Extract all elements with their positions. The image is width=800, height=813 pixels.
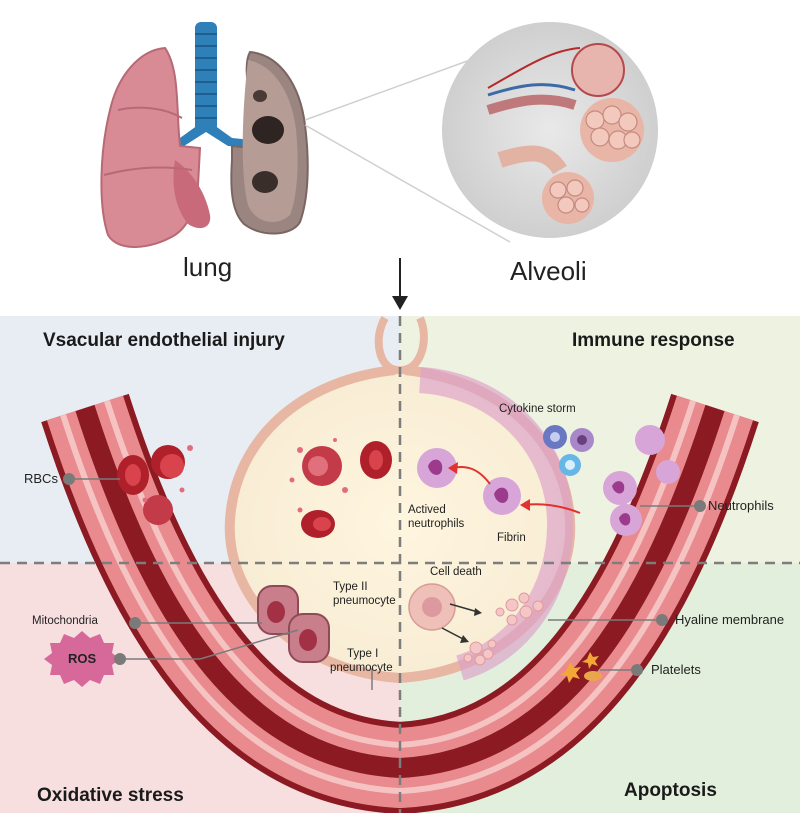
label-ros: ROS <box>68 651 97 666</box>
leader-lines <box>63 473 706 690</box>
label-fibrin: Fibrin <box>497 532 526 544</box>
label-neutrophils-activated: neutrophils <box>408 518 465 530</box>
red-blood-cells <box>117 438 392 538</box>
label-type2-line2: pneumocyte <box>333 595 396 607</box>
label-rbcs: RBCs <box>24 471 58 486</box>
alveoli-label: Alveoli <box>510 256 587 286</box>
type2-pneumocytes <box>257 585 330 663</box>
label-type1-line2: pneumocyte <box>330 662 393 674</box>
label-cytokine-storm: Cytokine storm <box>499 403 576 415</box>
title-vascular-injury: Vsacular endothelial injury <box>43 330 285 351</box>
label-mitochondria: Mitochondria <box>32 615 98 627</box>
label-neutrophils: Neutrophils <box>708 498 774 513</box>
label-platelets: Platelets <box>651 662 701 677</box>
ros-starburst <box>44 631 120 687</box>
apoptotic-cells <box>408 583 544 666</box>
platelets-cells <box>560 652 602 683</box>
neutrophils-cells <box>417 425 680 536</box>
label-cell-death: Cell death <box>430 566 482 578</box>
lung-label: lung <box>183 252 233 282</box>
label-type2-line1: Type II <box>333 581 368 593</box>
label-actived: Actived <box>408 504 446 516</box>
lung-illustration <box>100 22 309 248</box>
title-apoptosis: Apoptosis <box>624 780 717 801</box>
label-type1-line1: Type I <box>347 648 379 660</box>
alveoli-illustration <box>442 22 658 238</box>
title-oxidative-stress: Oxidative stress <box>37 785 184 806</box>
label-hyaline-membrane: Hyaline membrane <box>675 612 785 627</box>
title-immune-response: Immune response <box>572 330 735 351</box>
